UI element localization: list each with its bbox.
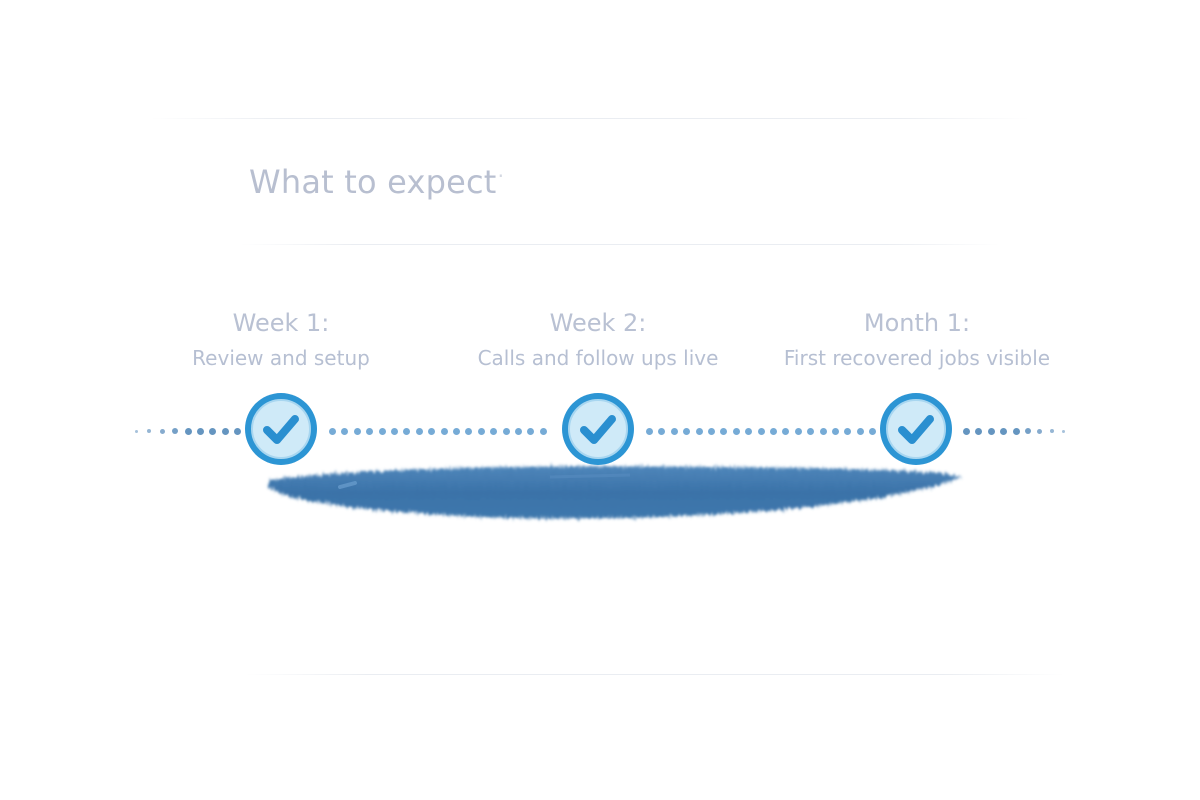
divider-middle	[240, 244, 1000, 245]
connector-dot	[209, 427, 217, 435]
milestone-month-1: Month 1: First recovered jobs visible	[784, 308, 1050, 371]
connector-dot	[172, 428, 179, 434]
connector-dot	[147, 429, 152, 433]
connector-dot	[782, 427, 790, 435]
brush-highlight	[338, 481, 357, 489]
milestone-description: Review and setup	[192, 346, 370, 370]
brush-highlight	[549, 473, 631, 479]
milestone-title: Month 1:	[863, 309, 971, 337]
check-circle-icon	[880, 393, 952, 465]
check-circle-icon	[245, 393, 317, 465]
connector-dot	[415, 427, 423, 435]
connector-dot	[197, 427, 204, 435]
connector-dot	[135, 429, 138, 433]
connector-dot	[670, 427, 678, 435]
brush-stroke-underline	[267, 466, 962, 519]
connector-dot	[184, 427, 192, 435]
connector-dot	[515, 427, 522, 435]
connector-dot	[646, 427, 653, 435]
connector-dot	[527, 427, 535, 435]
connector-dot	[378, 427, 386, 435]
connector-dot	[975, 427, 983, 435]
connector-dot	[490, 427, 498, 435]
milestone-week-2: Week 2: Calls and follow ups live	[478, 308, 719, 371]
connector-dot	[856, 427, 864, 435]
connector-dot	[477, 427, 485, 435]
connector-dot	[963, 427, 970, 435]
connector-dot	[465, 427, 473, 435]
milestone-title: Week 1:	[232, 309, 330, 337]
connector-dot	[391, 427, 398, 435]
connector-dot	[987, 427, 995, 435]
connector-dot	[1049, 429, 1054, 433]
connector-dot	[341, 427, 349, 435]
timeline-connector-left	[135, 426, 242, 436]
timeline-connector-right	[963, 426, 1066, 436]
title-trailing-mark: ·	[497, 164, 505, 188]
page-title: What to expect·	[249, 163, 504, 201]
connector-dot	[720, 427, 728, 435]
connector-dot	[221, 427, 229, 435]
milestone-title: Week 2:	[549, 309, 647, 337]
connector-dot	[844, 427, 852, 435]
connector-dot	[1037, 428, 1043, 434]
connector-dot	[794, 427, 802, 435]
connector-dot	[234, 427, 242, 435]
connector-dot	[819, 427, 827, 435]
brush-stroke-shape	[267, 466, 962, 519]
connector-dot	[440, 427, 448, 435]
connector-dot	[366, 427, 374, 435]
connector-dot	[539, 427, 547, 435]
connector-dot	[1025, 428, 1031, 434]
timeline-connector-1-2	[329, 426, 551, 436]
milestone-description: First recovered jobs visible	[783, 346, 1051, 370]
connector-dot	[732, 427, 740, 435]
connector-dot	[770, 427, 777, 435]
connector-dot	[353, 427, 361, 435]
connector-dot	[807, 427, 815, 435]
connector-dot	[683, 427, 691, 435]
connector-dot	[1012, 427, 1020, 435]
milestone-week-1: Week 1: Review and setup	[192, 308, 370, 371]
check-circle-icon	[562, 393, 634, 465]
connector-dot	[1062, 429, 1066, 433]
connector-dot	[757, 427, 765, 435]
connector-dot	[745, 427, 753, 435]
connector-dot	[329, 427, 336, 435]
connector-dot	[428, 427, 436, 435]
timeline-connector-2-3	[646, 426, 877, 436]
connector-dot	[453, 427, 460, 435]
divider-top	[150, 118, 1030, 119]
connector-dot	[403, 427, 411, 435]
connector-dot	[1000, 427, 1008, 435]
milestone-description: Calls and follow ups live	[477, 346, 719, 370]
connector-dot	[832, 427, 839, 435]
connector-dot	[708, 427, 715, 435]
connector-dot	[695, 427, 703, 435]
connector-dot	[869, 427, 877, 435]
page-title-text: What to expect	[249, 163, 497, 201]
connector-dot	[159, 428, 165, 434]
divider-bottom	[245, 674, 1065, 675]
connector-dot	[658, 427, 666, 435]
connector-dot	[502, 427, 510, 435]
